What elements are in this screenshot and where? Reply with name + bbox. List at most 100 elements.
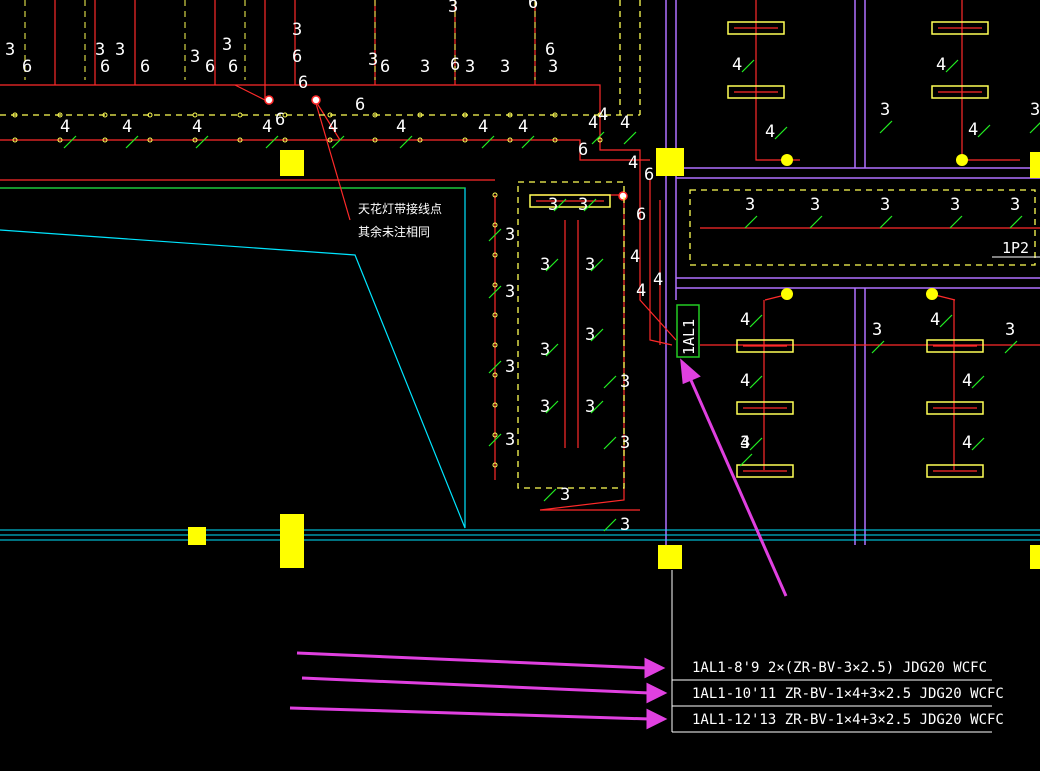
wire-label: 3	[465, 57, 475, 77]
bulb-icon	[781, 288, 793, 300]
arrowhead-icon	[644, 657, 666, 679]
lamp-fixture-icon	[931, 21, 989, 35]
tick-mark	[545, 400, 559, 414]
leader-arrows	[289, 358, 788, 730]
wire-label-3: 3	[880, 195, 890, 215]
tick-mark	[949, 215, 963, 229]
node-dot	[492, 342, 498, 348]
wire-label-3: 3	[585, 397, 595, 417]
wire-label-3: 3	[1030, 100, 1040, 120]
node-dot	[507, 137, 513, 143]
leader-arrow-row-3	[289, 706, 651, 721]
node-dot	[492, 192, 498, 198]
column-pad	[280, 150, 304, 176]
wire-label: 4	[630, 247, 640, 267]
tick-mark	[590, 258, 604, 272]
wire-label: 6	[450, 55, 460, 75]
arrowhead-icon	[646, 682, 668, 704]
junction-marker-icon	[311, 95, 321, 105]
wire-label: 6	[140, 57, 150, 77]
wire-label-4: 4	[588, 113, 598, 133]
wire-label: 3	[448, 0, 458, 17]
node-dot	[492, 312, 498, 318]
tick-mark	[488, 285, 502, 299]
wire-label-4: 4	[765, 122, 775, 142]
wire-label-4: 4	[192, 117, 202, 137]
column-pad	[188, 527, 206, 545]
panel-1p2-label: 1P2	[1002, 239, 1029, 257]
node-dot	[57, 137, 63, 143]
tick-mark	[623, 131, 637, 145]
node-dot	[492, 282, 498, 288]
tick-mark	[603, 436, 617, 450]
node-dot	[552, 137, 558, 143]
wire-label: 6	[298, 73, 308, 93]
wire-label: 6	[100, 57, 110, 77]
tick-mark	[399, 135, 413, 149]
wire-label: 6	[636, 205, 646, 225]
wire-label: 3	[115, 40, 125, 60]
tick-mark	[749, 437, 763, 451]
tick-mark	[741, 59, 755, 73]
wire-label-4: 4	[518, 117, 528, 137]
tick-mark	[265, 135, 279, 149]
tick-mark	[195, 135, 209, 149]
tick-mark	[774, 126, 788, 140]
tick-mark	[488, 228, 502, 242]
node-dot	[147, 137, 153, 143]
tick-mark	[971, 437, 985, 451]
wire-label: 3	[222, 35, 232, 55]
wire-label-3: 3	[745, 195, 755, 215]
wire-label: 4	[653, 270, 663, 290]
wire-label-4: 4	[620, 113, 630, 133]
lamp-fixture-icon	[736, 464, 794, 478]
wire-label-3: 3	[620, 433, 630, 453]
panel-1al1-box[interactable]	[676, 304, 700, 358]
node-dot	[102, 137, 108, 143]
wire-path	[314, 99, 341, 141]
wire-label-3: 3	[578, 195, 588, 215]
node-dot	[282, 137, 288, 143]
tick-mark	[977, 124, 991, 138]
tick-mark	[945, 59, 959, 73]
tick-mark	[749, 314, 763, 328]
lamp-fixture-icon	[926, 339, 984, 353]
column-pad	[1030, 545, 1040, 569]
wiring-layer	[0, 0, 1040, 511]
column-pad	[1030, 152, 1040, 178]
circuit-row-1: 1AL1-8'9 2×(ZR-BV-3×2.5) JDG20 WCFC	[692, 660, 987, 676]
tick-mark	[543, 488, 557, 502]
wire-label: 3	[5, 40, 15, 60]
fixture-box-center	[517, 181, 625, 489]
bulb-icon	[781, 154, 793, 166]
wire-label: 3	[548, 57, 558, 77]
bulb-icon	[956, 154, 968, 166]
wire-label-4: 4	[740, 433, 750, 453]
wire-label-3: 3	[620, 515, 630, 535]
node-dot	[237, 137, 243, 143]
wire-path	[0, 84, 677, 341]
lamp-fixture-icon	[736, 401, 794, 415]
tick-mark	[488, 433, 502, 447]
wire-label: 3	[500, 57, 510, 77]
node-dot	[492, 252, 498, 258]
wall-lines	[0, 0, 1040, 545]
wire-label: 6	[578, 140, 588, 160]
lamp-fixture-icon	[529, 194, 611, 208]
tick-mark	[603, 518, 617, 532]
node-dot	[417, 137, 423, 143]
wire-label: 4	[636, 281, 646, 301]
tick-mark	[545, 343, 559, 357]
wire-label: 6	[644, 165, 654, 185]
wire-label: 3	[95, 40, 105, 60]
tick-mark	[871, 340, 885, 354]
ceiling-polyline	[0, 187, 466, 529]
wire-label: 3	[420, 57, 430, 77]
wire-label: 4	[628, 153, 638, 173]
column-pad	[658, 545, 682, 569]
lamp-fixture-icon	[931, 85, 989, 99]
wire-label: 6	[22, 57, 32, 77]
tick-mark	[749, 375, 763, 389]
wire-label-3: 3	[505, 430, 515, 450]
tick-mark	[939, 314, 953, 328]
